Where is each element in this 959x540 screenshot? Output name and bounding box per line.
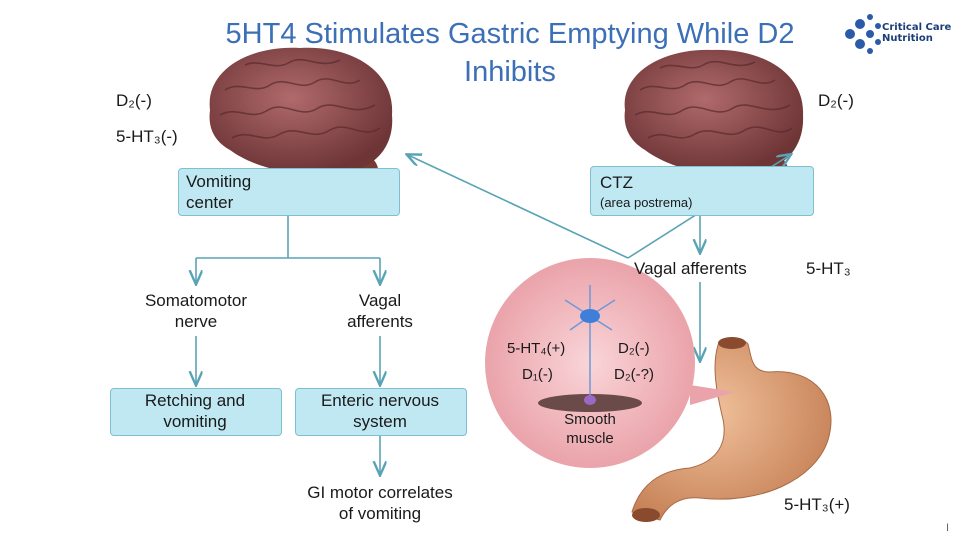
logo-text: Critical Care Nutrition bbox=[882, 22, 951, 44]
ctz-subtitle: (area postrema) bbox=[600, 195, 693, 210]
vagal-line-2: afferents bbox=[347, 312, 413, 331]
ctz-box bbox=[590, 166, 814, 216]
gi-motor-label: GI motor correlates of vomiting bbox=[285, 482, 475, 524]
circle-5ht4-label: 5-HT₄(+) bbox=[507, 340, 566, 357]
left-5ht3-label: 5-HT₃(-) bbox=[116, 127, 178, 146]
right-5ht3-label: 5-HT₃ bbox=[806, 259, 851, 278]
molecule-logo-icon bbox=[845, 14, 881, 54]
enteric-line-2: system bbox=[353, 412, 407, 431]
neuron-icon bbox=[580, 309, 600, 323]
enteric-box bbox=[295, 388, 467, 436]
somatomotor-label: Somatomotor nerve bbox=[126, 290, 266, 332]
gi-motor-line-2: of vomiting bbox=[338, 504, 422, 523]
somatomotor-line-2: nerve bbox=[174, 312, 218, 331]
vomiting-center-line-2: center bbox=[186, 193, 234, 212]
vomiting-center-label: Vomiting center bbox=[186, 171, 251, 213]
circle-d2-label: D₂(-) bbox=[618, 340, 650, 357]
diagram-title-line-2: Inhibits bbox=[464, 56, 556, 88]
smooth-muscle-callout bbox=[485, 258, 735, 468]
vagal-afferents-label: Vagal afferents bbox=[634, 259, 747, 278]
somatomotor-line-1: Somatomotor bbox=[144, 291, 248, 310]
arrow-to-vomiting-center bbox=[408, 155, 629, 259]
vagal-label: Vagal afferents bbox=[320, 290, 440, 332]
slide-number: I bbox=[946, 522, 950, 534]
gi-motor-line-1: GI motor correlates bbox=[307, 483, 453, 502]
retching-line-1: Retching and bbox=[144, 391, 246, 410]
vagal-line-1: Vagal bbox=[358, 291, 402, 310]
circle-d1-label: D₁(-) bbox=[522, 366, 553, 383]
enteric-line-1: Enteric nervous bbox=[320, 391, 440, 410]
diagram-title-line-1: 5HT4 Stimulates Gastric Emptying While D… bbox=[225, 18, 795, 50]
ctz-title: CTZ bbox=[600, 173, 634, 192]
circle-d2q-label: D₂(-?) bbox=[614, 366, 654, 383]
vomiting-center-line-1: Vomiting bbox=[186, 172, 252, 191]
enteric-label: Enteric nervous system bbox=[295, 390, 465, 432]
logo-line-1: Critical Care bbox=[882, 22, 952, 33]
left-d2-label: D₂(-) bbox=[116, 91, 152, 110]
retching-line-2: vomiting bbox=[163, 412, 227, 431]
retching-box bbox=[110, 388, 282, 436]
vomiting-center-box bbox=[178, 168, 400, 216]
stomach-illustration bbox=[631, 337, 832, 522]
smooth-muscle-label: Smooth muscle bbox=[545, 410, 635, 448]
smooth-muscle-line-2: muscle bbox=[566, 430, 614, 447]
stomach-5ht3-label: 5-HT₃(+) bbox=[784, 495, 850, 514]
logo-line-2: Nutrition bbox=[882, 33, 933, 44]
retching-label: Retching and vomiting bbox=[110, 390, 280, 432]
smooth-muscle-line-1: Smooth bbox=[564, 411, 616, 428]
right-d2-label: D₂(-) bbox=[818, 91, 854, 110]
